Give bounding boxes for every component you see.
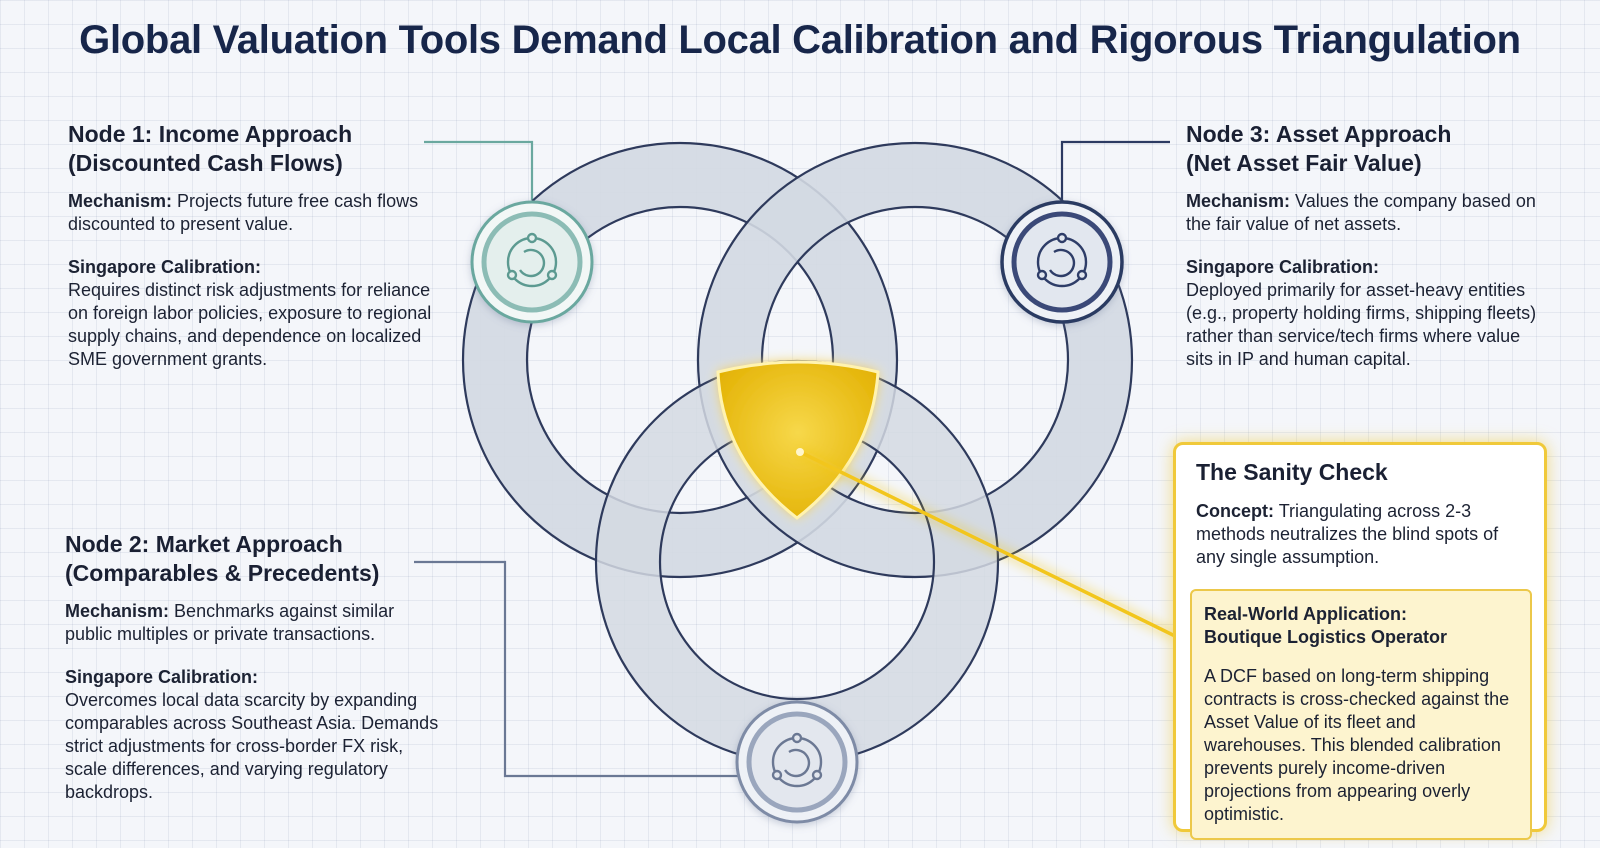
node2-medallion	[735, 700, 859, 824]
income-mechanism: Mechanism: Projects future free cash flo…	[68, 191, 419, 234]
income-ring	[461, 141, 899, 579]
triangulation-core	[716, 360, 880, 520]
real-world-application-label: Real-World Application: Boutique Logisti…	[1204, 604, 1448, 647]
asset-mechanism: Mechanism: Values the company based on t…	[1186, 191, 1536, 234]
node3-medallion	[1000, 200, 1124, 324]
market-mechanism: Mechanism: Benchmarks against similar pu…	[65, 601, 395, 644]
connector-line-node3	[1060, 140, 1170, 200]
market-approach-panel: Node 2: Market Approach (Comparables & P…	[65, 530, 440, 824]
asset-calibration: Singapore Calibration: Deployed primaril…	[1186, 257, 1537, 369]
asset-ring	[696, 141, 1134, 579]
sanity-check-title: The Sanity Check	[1196, 459, 1388, 485]
real-world-application-text: A DCF based on long-term shipping contra…	[1204, 666, 1510, 824]
sanity-check-panel: The Sanity Check Concept: Triangulating …	[1173, 442, 1547, 840]
sanity-concept: Concept: Triangulating across 2-3 method…	[1196, 501, 1499, 567]
sanity-pointer-line	[799, 450, 1176, 638]
market-calibration: Singapore Calibration: Overcomes local d…	[65, 667, 439, 802]
node1-medallion	[470, 200, 594, 324]
income-calibration: Singapore Calibration: Requires distinct…	[68, 257, 432, 369]
real-world-application-box: Real-World Application: Boutique Logisti…	[1190, 589, 1532, 840]
income-approach-heading: Node 1: Income Approach (Discounted Cash…	[68, 121, 353, 176]
connector-line-node1	[424, 140, 534, 200]
page-title: Global Valuation Tools Demand Local Cali…	[79, 18, 1521, 62]
orbit-cycle-icon	[506, 232, 558, 288]
orbit-cycle-icon	[771, 732, 823, 788]
orbit-cycle-icon	[1036, 232, 1088, 288]
pointer-origin-dot	[796, 448, 804, 456]
asset-approach-heading: Node 3: Asset Approach (Net Asset Fair V…	[1186, 121, 1452, 176]
income-approach-panel: Node 1: Income Approach (Discounted Cash…	[68, 120, 438, 391]
connector-line-node2	[414, 560, 738, 778]
market-approach-heading: Node 2: Market Approach (Comparables & P…	[65, 531, 380, 586]
asset-approach-panel: Node 3: Asset Approach (Net Asset Fair V…	[1186, 120, 1546, 391]
